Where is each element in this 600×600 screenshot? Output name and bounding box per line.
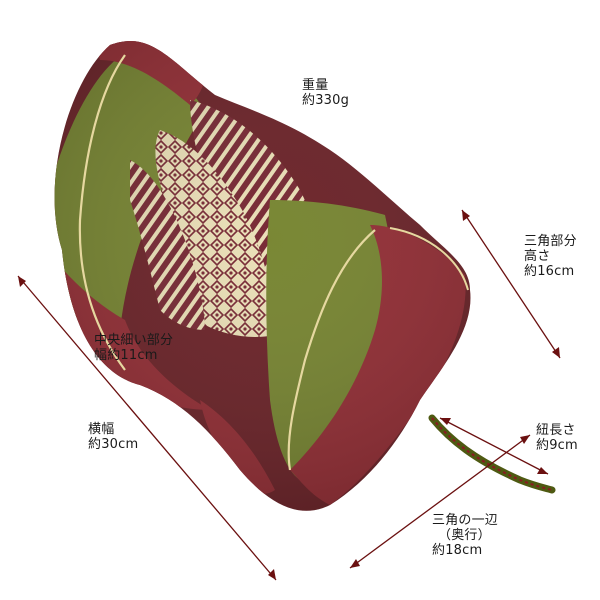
hanging-string-pattern <box>431 417 553 491</box>
triangle-height-label: 三角部分 高さ 約16cm <box>524 234 577 279</box>
hanging-string <box>428 414 556 494</box>
arrow-string-length <box>439 417 549 475</box>
triangle-side-label: 三角の一辺 （奥行） 約18cm <box>432 513 499 558</box>
arrow-triangle-side <box>349 434 531 569</box>
dimension-arrows <box>17 209 561 581</box>
piping-right-end <box>389 227 469 291</box>
piping-left <box>78 54 126 371</box>
string-length-label: 紐長さ 約9cm <box>536 423 578 453</box>
center-width-label: 中央細い部分 幅約11cm <box>94 333 174 363</box>
arrow-triangle-height <box>461 209 561 359</box>
piping-right <box>287 229 376 471</box>
weight-label: 重量 約330g <box>302 78 350 108</box>
arrow-total-width <box>17 275 277 581</box>
total-width-label: 横幅 約30cm <box>88 422 139 452</box>
